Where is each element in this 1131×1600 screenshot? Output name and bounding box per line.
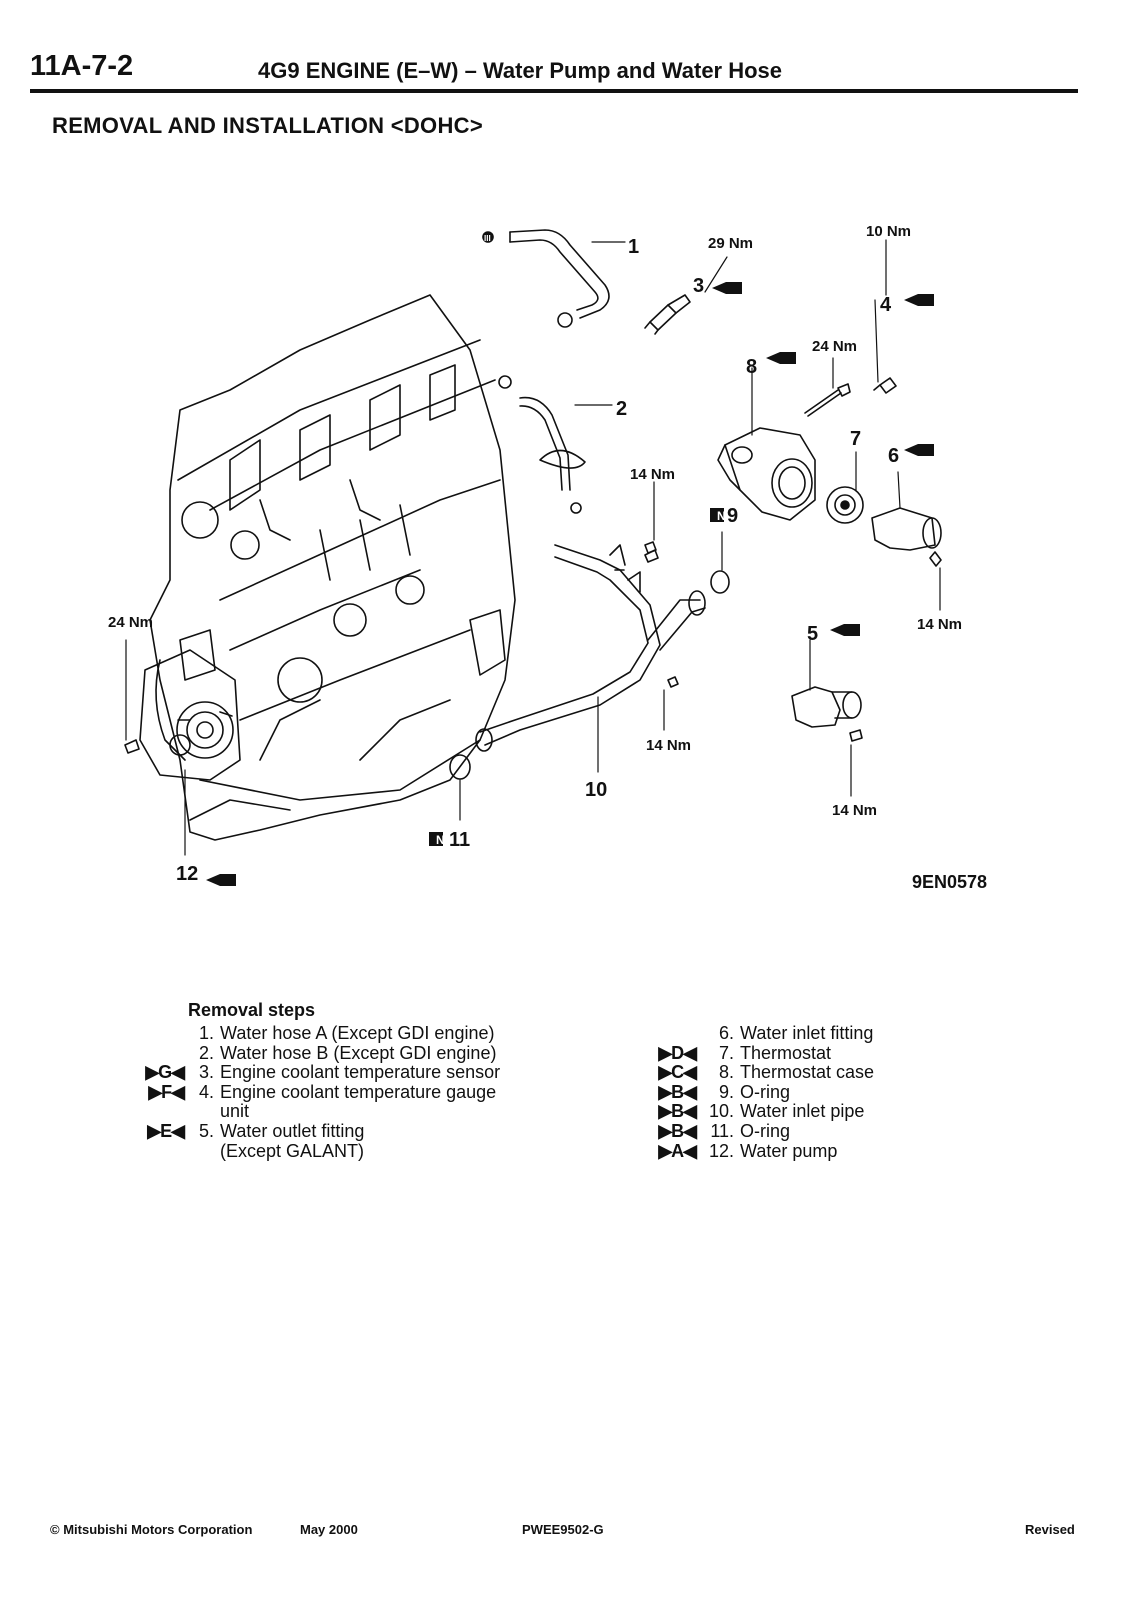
water-pump-part [124,649,241,781]
thermostat-case-part [717,427,816,521]
water-inlet-pipe-part [475,544,706,752]
callout-11: 11 [449,829,470,851]
water-hose-b-part [498,375,586,514]
figure-code: 9EN0578 [912,872,987,892]
callout-12: 12 [176,863,198,885]
callout-3: 3 [693,275,704,297]
torque-label-inlet-fitting: 14 Nm [917,616,962,633]
step-row: 2.Water hose B (Except GDI engine) [198,1042,497,1063]
footer-copyright: © Mitsubishi Motors Corporation [50,1522,253,1537]
torque-label-pump: 24 Nm [108,614,153,631]
callout-8: 8 [746,356,757,378]
removal-steps-right: 6.Water inlet fitting ▶D◀7.Thermostat ▶C… [630,1023,875,1161]
coolant-temperature-sensor-part [644,294,691,335]
header-rule [30,89,1078,93]
step-row: ▶G◀3.Engine coolant temperature sensor [145,1062,501,1083]
callout-9: 9 [727,505,738,527]
new-part-mark-9: N [717,509,726,523]
step-row: ▶B◀10.Water inlet pipe [658,1101,865,1122]
torque-label-3: 29 Nm [708,235,753,252]
removal-steps-left: 1.Water hose A (Except GDI engine) 2.Wat… [118,1023,501,1161]
step-row: ▶E◀5.Water outlet fitting [147,1120,365,1141]
step-row: ▶B◀11.O-ring [658,1120,791,1141]
footer-doc-id: PWEE9502-G [522,1522,604,1537]
sealant-mark: III [484,234,491,243]
thermostat-case-bolt-part [804,383,851,417]
step-row: ▶C◀8.Thermostat case [658,1062,875,1083]
o-ring-9-part [710,570,730,594]
water-hose-a-part [482,229,610,328]
step-row: 6.Water inlet fitting [718,1023,874,1043]
step-row: unit [220,1101,250,1122]
thermostat-part [826,486,864,524]
torque-label-4: 10 Nm [866,223,911,240]
new-part-mark-11: N [436,833,445,847]
step-row: ▶F◀4.Engine coolant temperature gauge [148,1081,497,1102]
footer-date: May 2000 [300,1522,358,1537]
callout-6: 6 [888,445,899,467]
engine-block [149,294,516,841]
callout-4: 4 [880,294,892,316]
step-row: ▶D◀7.Thermostat [658,1042,832,1063]
callout-2: 2 [616,398,627,420]
callout-7: 7 [850,428,861,450]
step-row: (Except GALANT) [220,1140,365,1161]
step-row: ▶B◀9.O-ring [658,1081,791,1102]
callout-1: 1 [628,236,639,258]
section-title: REMOVAL AND INSTALLATION <DOHC> [52,113,483,138]
page-header-title: 4G9 ENGINE (E–W) – Water Pump and Water … [258,58,783,83]
o-ring-11-part [449,754,471,780]
removal-steps-title: Removal steps [188,1000,316,1020]
torque-label-pipe-lower: 14 Nm [646,737,691,754]
water-inlet-fitting-part [871,507,942,567]
footer-status: Revised [1025,1522,1075,1537]
callout-10: 10 [585,779,607,801]
torque-label-pipe-upper: 14 Nm [630,466,675,483]
water-outlet-fitting-part [791,686,863,742]
torque-label-outlet-fitting: 14 Nm [832,802,877,819]
callout-5: 5 [807,623,818,645]
page-number: 11A-7-2 [30,50,134,82]
exploded-view-diagram: N N III 1 2 3 4 5 6 7 8 9 10 11 12 29 Nm… [108,223,987,892]
step-row: ▶A◀12.Water pump [658,1140,838,1161]
coolant-gauge-unit-part [873,377,897,394]
step-row: 1.Water hose A (Except GDI engine) [198,1023,495,1043]
torque-label-8: 24 Nm [812,338,857,355]
